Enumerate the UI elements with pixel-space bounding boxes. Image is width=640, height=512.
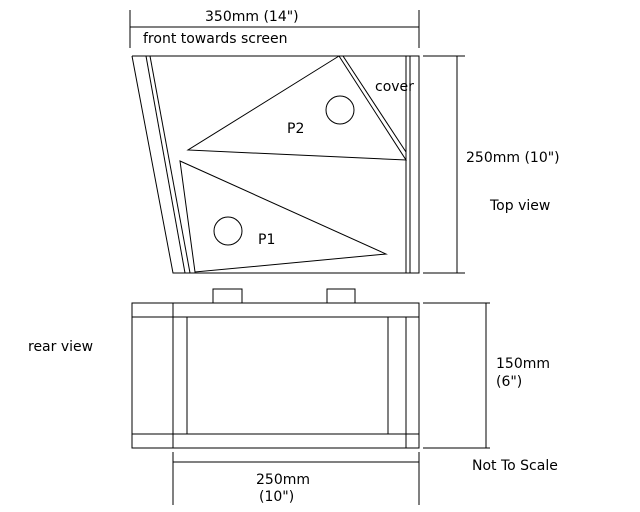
rear-view-label: rear view bbox=[28, 339, 93, 355]
cover-label: cover bbox=[375, 79, 414, 95]
bottom-width-label-line2: (10") bbox=[259, 489, 294, 505]
port-p1-hole bbox=[213, 216, 243, 246]
port-p2-triangle bbox=[186, 55, 407, 161]
top-height-label: 250mm (10") bbox=[466, 150, 560, 166]
top-view: P2 cover P1 bbox=[131, 55, 420, 274]
front-panel-inner-2 bbox=[149, 55, 191, 274]
port-p2-stub bbox=[326, 288, 356, 304]
bottom-width-label-line1: 250mm bbox=[256, 472, 310, 488]
top-width-label: 350mm (14") bbox=[205, 9, 299, 25]
rear-height-label-line1: 150mm bbox=[496, 356, 550, 372]
cover-edge-line bbox=[342, 55, 407, 153]
port-p1-stub bbox=[212, 288, 243, 304]
p1-label: P1 bbox=[258, 232, 275, 248]
port-p2-hole bbox=[325, 95, 355, 125]
rear-view: rear view bbox=[28, 288, 420, 449]
rear-height-dimension: 150mm (6") bbox=[423, 302, 550, 449]
top-height-dimension: 250mm (10") Top view bbox=[423, 55, 560, 274]
top-view-label: Top view bbox=[489, 198, 550, 214]
bottom-width-dimension: 250mm (10") Not To Scale bbox=[172, 452, 558, 505]
top-view-outline bbox=[131, 55, 420, 274]
rear-view-outline bbox=[131, 302, 420, 449]
p2-label: P2 bbox=[287, 121, 304, 137]
rear-height-label-line2: (6") bbox=[496, 374, 522, 390]
front-panel-inner-1 bbox=[145, 55, 186, 274]
port-p1-triangle bbox=[179, 160, 388, 273]
front-note-label: front towards screen bbox=[143, 31, 288, 47]
scale-note-label: Not To Scale bbox=[472, 458, 558, 474]
top-width-dimension: 350mm (14") front towards screen bbox=[129, 9, 420, 48]
